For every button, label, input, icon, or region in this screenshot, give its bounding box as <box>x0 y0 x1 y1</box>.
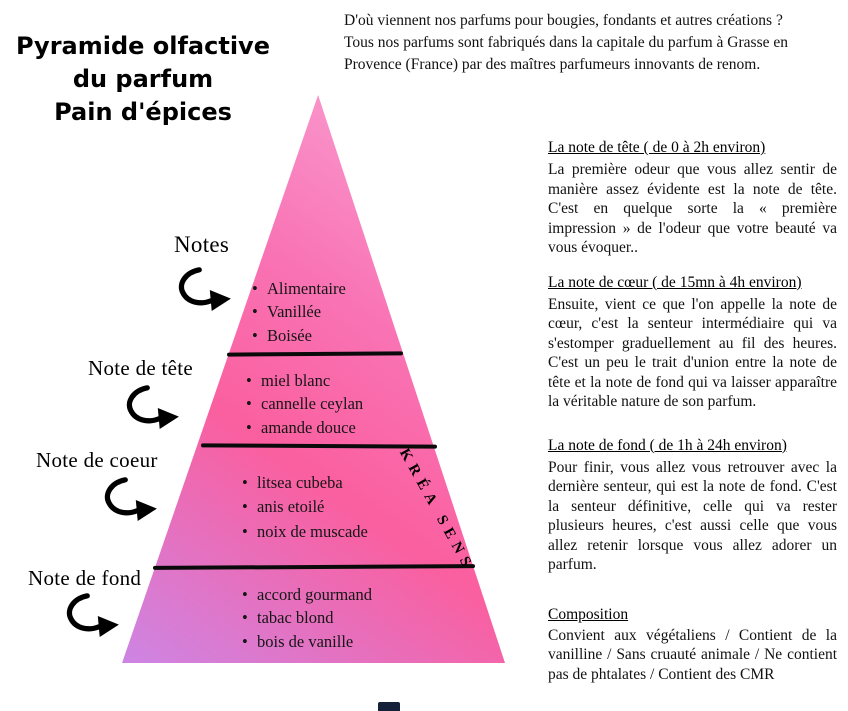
label-note-de-fond: Note de fond <box>28 566 142 590</box>
list-item: noix de muscade <box>242 521 368 542</box>
head-note-section: La note de tête ( de 0 à 2h environ) La … <box>548 139 837 258</box>
heart-note-section: La note de cœur ( de 15mn à 4h environ) … <box>548 274 837 412</box>
curved-arrow-icon <box>126 385 179 430</box>
bottom-crop-mark <box>378 702 400 711</box>
curved-arrow-icon <box>104 477 157 522</box>
base-note-section: La note de fond ( de 1h à 24h environ) P… <box>548 437 837 575</box>
curved-arrow-icon <box>178 267 231 312</box>
list-item: accord gourmand <box>242 584 372 605</box>
descriptions-column: La note de tête ( de 0 à 2h environ) La … <box>548 139 837 684</box>
list-item: Boisée <box>252 325 346 346</box>
list-item: Vanillée <box>252 301 346 322</box>
list-item: bois de vanille <box>242 631 372 652</box>
label-notes: Notes <box>174 232 230 257</box>
section-body: Convient aux végétaliens / Contient de l… <box>548 626 837 683</box>
note-de-tete-list: miel blanc cannelle ceylan amande douce <box>246 368 363 440</box>
section-body: La première odeur que vous allez sentir … <box>548 161 837 257</box>
list-item: cannelle ceylan <box>246 393 363 414</box>
section-body: Pour finir, vous allez vous retrouver av… <box>548 458 837 574</box>
section-body: Ensuite, vient ce que l'on appelle la no… <box>548 295 837 411</box>
list-item: litsea cubeba <box>242 472 368 493</box>
notes-list: Alimentaire Vanillée Boisée <box>252 276 346 348</box>
intro-text: D'où viennent nos parfums pour bougies, … <box>344 12 788 73</box>
note-de-fond-list: accord gourmand tabac blond bois de vani… <box>242 582 372 654</box>
label-note-de-coeur: Note de coeur <box>36 448 158 472</box>
list-item: Alimentaire <box>252 278 346 299</box>
list-item: miel blanc <box>246 370 363 391</box>
list-item: tabac blond <box>242 607 372 628</box>
curved-arrow-icon <box>66 593 119 638</box>
label-note-de-tete: Note de tête <box>88 356 194 380</box>
list-item: anis etoilé <box>242 496 368 517</box>
list-item: amande douce <box>246 417 363 438</box>
section-heading: La note de fond ( de 1h à 24h environ) <box>548 436 787 454</box>
page-title: Pyramide olfactive du parfum Pain d'épic… <box>16 32 270 127</box>
note-de-coeur-list: litsea cubeba anis etoilé noix de muscad… <box>242 469 368 545</box>
section-heading: La note de cœur ( de 15mn à 4h environ) <box>548 273 802 291</box>
composition-section: Composition Convient aux végétaliens / C… <box>548 606 837 685</box>
section-heading: La note de tête ( de 0 à 2h environ) <box>548 139 766 156</box>
section-heading: Composition <box>548 605 629 623</box>
